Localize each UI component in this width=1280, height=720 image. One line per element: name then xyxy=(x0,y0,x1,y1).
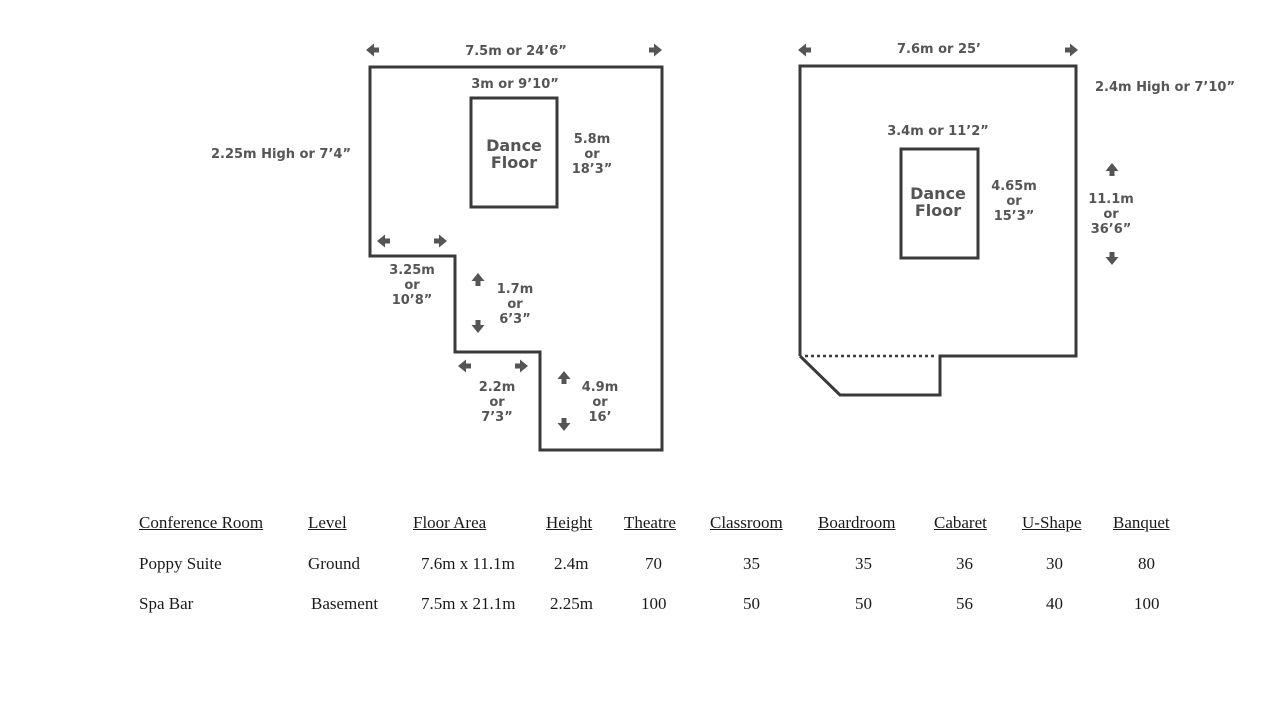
step2-width-1: 2.2m xyxy=(479,380,516,395)
spa-bar-floor-depth-2: or xyxy=(584,147,600,162)
step1-width-3: 10’8” xyxy=(392,293,433,308)
poppy-dance-floor-width: 3.4m or 11’2” xyxy=(887,124,989,139)
poppy-floor-depth-3: 15’3” xyxy=(994,209,1035,224)
row-poppy-classroom: 35 xyxy=(743,554,760,573)
header-u-shape: U-Shape xyxy=(1022,513,1082,532)
step1-width-2: or xyxy=(404,278,420,293)
dance-floor-label-1: Dance xyxy=(910,184,966,203)
poppy-suite-width-label: 7.6m or 25’ xyxy=(897,42,981,57)
row-poppy-floor-area: 7.6m x 11.1m xyxy=(421,554,515,573)
header-height: Height xyxy=(546,513,593,532)
poppy-length-2: or xyxy=(1103,207,1119,222)
poppy-suite-outline xyxy=(798,64,1078,397)
header-boardroom: Boardroom xyxy=(818,513,896,532)
step2-depth-1: 4.9m xyxy=(582,380,619,395)
row-poppy-theatre: 70 xyxy=(645,554,662,573)
spa-bar-dance-floor xyxy=(469,96,559,209)
step2-width-2: or xyxy=(489,395,505,410)
arrow-left-icon xyxy=(798,43,811,57)
row-spa-theatre: 100 xyxy=(641,594,667,613)
arrow-right-icon xyxy=(515,359,528,373)
row-poppy-u-shape: 30 xyxy=(1046,554,1063,573)
arrow-right-icon xyxy=(434,234,447,248)
step1-depth-2: or xyxy=(507,297,523,312)
row-poppy-cabaret: 36 xyxy=(956,554,973,573)
arrow-up-icon xyxy=(557,371,571,384)
row-spa-cabaret: 56 xyxy=(956,594,973,613)
header-classroom: Classroom xyxy=(710,513,783,532)
row-spa-banquet: 100 xyxy=(1134,594,1160,613)
arrow-left-icon xyxy=(458,359,471,373)
poppy-floor-depth-1: 4.65m xyxy=(991,179,1037,194)
dance-floor-label-2: Floor xyxy=(491,153,537,172)
row-spa-level: Basement xyxy=(311,594,379,613)
floor-plans: 7.5m or 24’6” 2.25m High or 7’4” 3m or 9… xyxy=(211,42,1235,452)
poppy-floor-depth-2: or xyxy=(1006,194,1022,209)
row-spa-u-shape: 40 xyxy=(1046,594,1063,613)
row-spa-room: Spa Bar xyxy=(139,594,194,613)
spa-bar-dance-floor-width: 3m or 9’10” xyxy=(471,77,559,92)
row-poppy-boardroom: 35 xyxy=(855,554,872,573)
step1-width-1: 3.25m xyxy=(389,263,435,278)
step1-depth-3: 6’3” xyxy=(499,312,531,327)
row-poppy-level: Ground xyxy=(308,554,360,573)
header-level: Level xyxy=(308,513,347,532)
step2-depth-3: 16’ xyxy=(588,410,611,425)
step2-depth-2: or xyxy=(592,395,608,410)
arrow-up-icon xyxy=(1105,163,1119,176)
header-floor-area: Floor Area xyxy=(413,513,487,532)
header-theatre: Theatre xyxy=(624,513,676,532)
arrow-left-icon xyxy=(377,234,390,248)
poppy-length-3: 36’6” xyxy=(1091,222,1132,237)
row-spa-boardroom: 50 xyxy=(855,594,872,613)
row-poppy-room: Poppy Suite xyxy=(139,554,222,573)
row-spa-floor-area: 7.5m x 21.1m xyxy=(421,594,516,613)
dance-floor-label-1: Dance xyxy=(486,136,542,155)
poppy-suite-dance-floor xyxy=(899,147,980,260)
poppy-suite-plan: 7.6m or 25’ 2.4m High or 7’10” 3.4m or 1… xyxy=(798,42,1235,397)
header-cabaret: Cabaret xyxy=(934,513,987,532)
spa-bar-height-label: 2.25m High or 7’4” xyxy=(211,147,351,162)
dance-floor-label-2: Floor xyxy=(915,201,961,220)
arrow-down-icon xyxy=(1105,252,1119,265)
spa-bar-outline xyxy=(368,65,664,452)
arrow-down-icon xyxy=(471,320,485,333)
poppy-length-1: 11.1m xyxy=(1088,192,1134,207)
arrow-up-icon xyxy=(471,273,485,286)
row-spa-classroom: 50 xyxy=(743,594,760,613)
arrow-down-icon xyxy=(557,418,571,431)
header-conference-room: Conference Room xyxy=(139,513,264,532)
spa-bar-width-label: 7.5m or 24’6” xyxy=(465,44,567,59)
spa-bar-plan: 7.5m or 24’6” 2.25m High or 7’4” 3m or 9… xyxy=(211,43,664,452)
poppy-suite-height-label: 2.4m High or 7’10” xyxy=(1095,80,1235,95)
step2-width-3: 7’3” xyxy=(481,410,513,425)
arrow-right-icon xyxy=(1065,43,1078,57)
step1-depth-1: 1.7m xyxy=(497,282,534,297)
row-poppy-banquet: 80 xyxy=(1138,554,1155,573)
spa-bar-floor-depth-1: 5.8m xyxy=(574,132,611,147)
row-spa-height: 2.25m xyxy=(550,594,593,613)
row-poppy-height: 2.4m xyxy=(554,554,589,573)
arrow-left-icon xyxy=(366,43,379,57)
arrow-right-icon xyxy=(649,43,662,57)
header-banquet: Banquet xyxy=(1113,513,1170,532)
spa-bar-floor-depth-3: 18’3” xyxy=(572,162,613,177)
